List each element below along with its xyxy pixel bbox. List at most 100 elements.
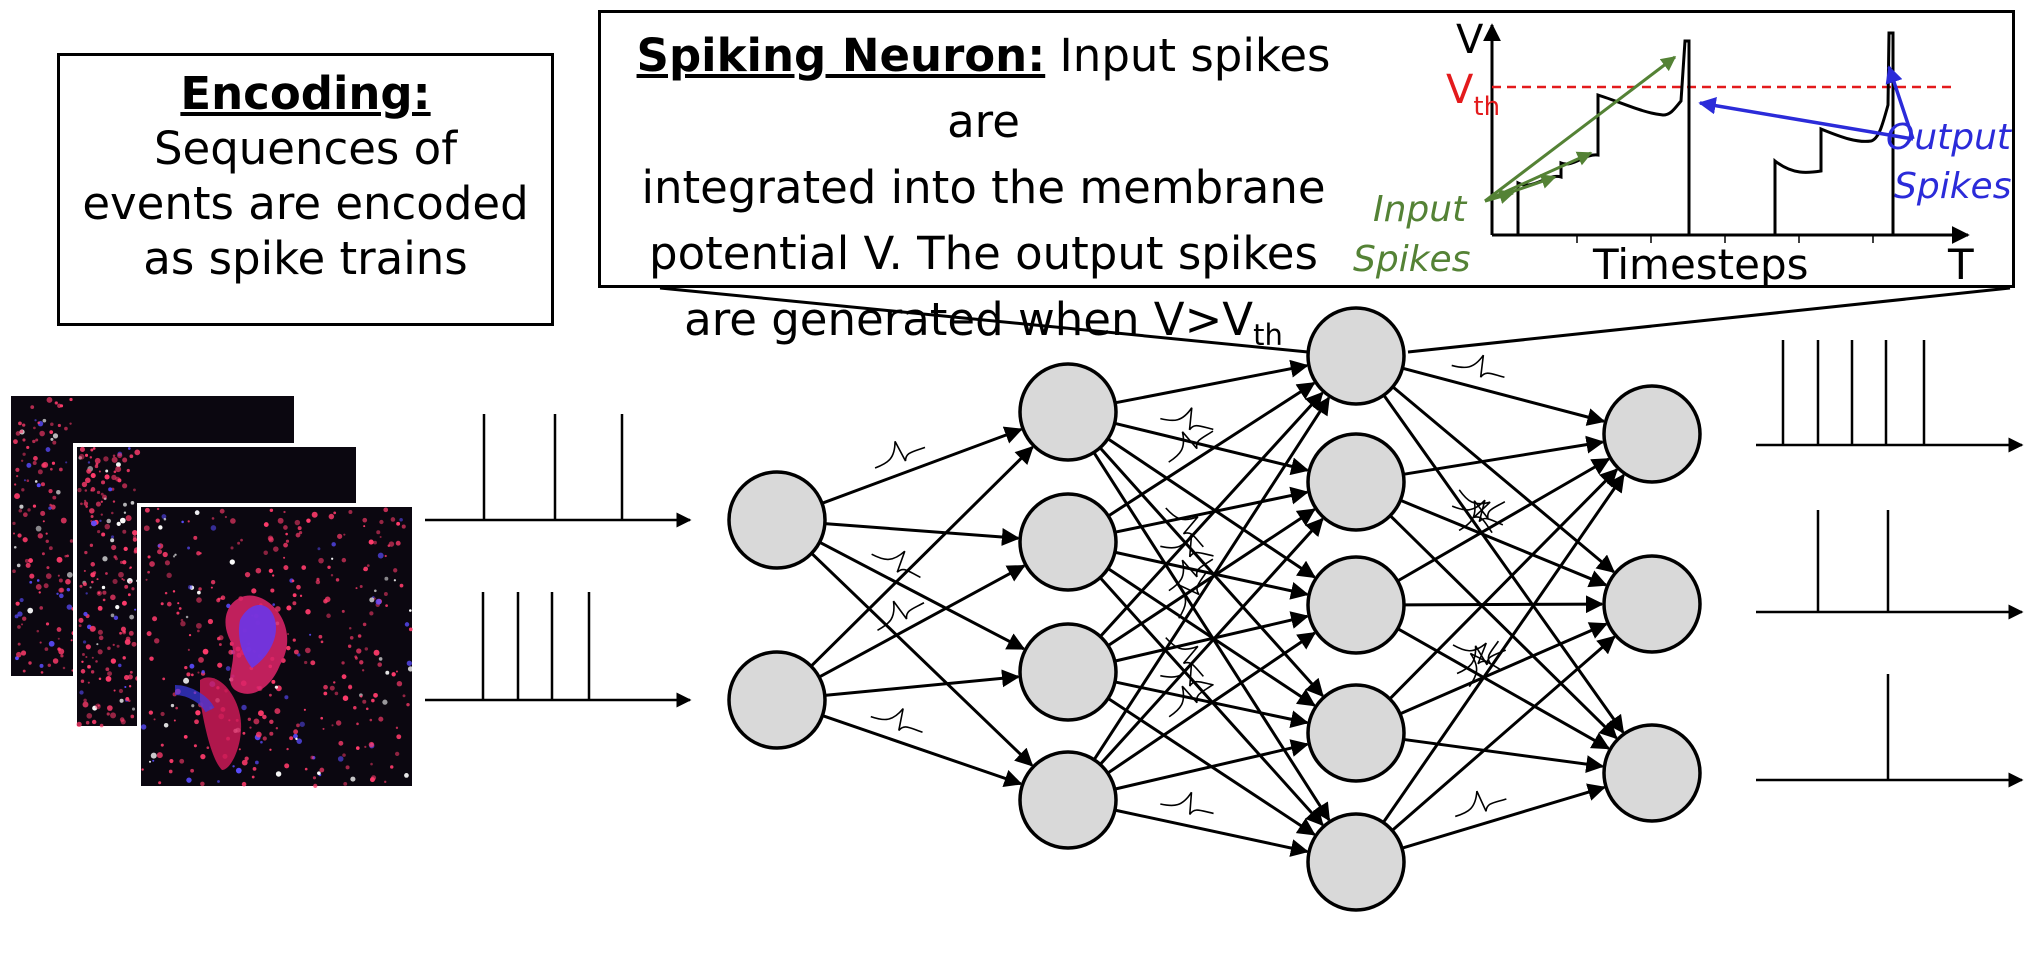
- connection-2-1-1: [1399, 498, 1608, 588]
- spike-waveform-3: [870, 708, 923, 733]
- event-dots-back: [12, 397, 76, 674]
- neuron-layer2-4: [1018, 750, 1118, 850]
- connection-2-4-0: [1382, 473, 1625, 824]
- spike-waveform-17: [1458, 500, 1506, 532]
- neuron-layer1-2: [727, 650, 827, 750]
- spike-waveform-18: [1452, 642, 1502, 671]
- event-dots-mid: [76, 446, 141, 728]
- network-neurons: [727, 306, 1702, 912]
- neuron-layer1-1: [727, 470, 827, 570]
- spike-waveform-21: [1455, 790, 1507, 818]
- network-connections: [810, 359, 1625, 857]
- connection-2-2-0: [1396, 457, 1611, 583]
- plot-y-label: V: [1456, 17, 1484, 63]
- connection-1-1-0: [1107, 381, 1316, 518]
- connection-2-3-1: [1399, 622, 1608, 716]
- neuron-text-line-1: Input spikes are: [947, 29, 1331, 148]
- connection-0-0-0: [821, 426, 1023, 505]
- connection-1-1-1: [1114, 486, 1309, 534]
- connection-1-0-0: [1114, 359, 1309, 405]
- neuron-layer4-2: [1602, 554, 1702, 654]
- plot-x-label: Timesteps: [1592, 240, 1809, 288]
- connection-2-4-2: [1401, 783, 1606, 850]
- encoding-text-line-2: events are encoded: [82, 177, 529, 230]
- spike-waveforms: [870, 354, 1507, 818]
- connection-0-0-2: [818, 540, 1026, 651]
- neuron-text-line-3: potential V. The output spikes: [649, 227, 1318, 280]
- spike-waveform-13: [1160, 791, 1214, 815]
- encoding-title: Encoding:: [180, 67, 431, 120]
- connection-0-1-3: [821, 714, 1023, 787]
- spike-waveform-10: [1160, 663, 1214, 687]
- connection-2-1-0: [1403, 435, 1605, 476]
- connection-2-3-0: [1388, 468, 1619, 700]
- connection-1-0-2: [1107, 437, 1316, 579]
- connection-0-1-2: [824, 669, 1021, 697]
- spike-waveform-20: [1468, 640, 1500, 688]
- connection-1-0-3: [1098, 446, 1324, 698]
- spike-waveform-9: [1168, 558, 1214, 592]
- connection-1-3-1: [1099, 517, 1324, 766]
- connection-1-2-0: [1099, 391, 1324, 638]
- spiking-neuron-description: Spiking Neuron: Input spikes are integra…: [611, 23, 1356, 353]
- input-spikes-label-1: Input: [1373, 189, 1468, 230]
- spike-waveform-11: [1178, 571, 1208, 619]
- neuron-text-line-2: integrated into the membrane: [641, 161, 1326, 214]
- spiking-neuron-box: Spiking Neuron: Input spikes are integra…: [598, 10, 2015, 350]
- threshold-label: Vth: [1446, 67, 1500, 122]
- connection-1-3-4: [1114, 808, 1309, 857]
- spike-waveform-2: [877, 600, 925, 631]
- connection-1-3-3: [1114, 739, 1310, 791]
- spike-waveform-0: [874, 441, 926, 469]
- input-spike-trains: [425, 414, 692, 708]
- connection-2-0-0: [1402, 366, 1606, 426]
- connection-1-0-1: [1114, 421, 1310, 476]
- connection-2-4-1: [1391, 635, 1616, 832]
- output-spikes-label-2: Spikes: [1894, 166, 2011, 207]
- connection-2-1-2: [1389, 514, 1618, 740]
- encoding-text-line-3: as spike trains: [143, 232, 468, 285]
- connection-1-1-2: [1114, 550, 1309, 600]
- spike-waveform-7: [1160, 534, 1214, 558]
- connection-2-0-2: [1382, 394, 1625, 734]
- spike-waveform-6: [1168, 430, 1214, 463]
- neuron-layer4-3: [1602, 723, 1702, 823]
- neuron-layer4-1: [1602, 384, 1702, 484]
- connection-2-3-2: [1403, 737, 1605, 774]
- output-spikes-label-1: Output: [1886, 117, 2013, 158]
- connection-2-2-2: [1397, 627, 1611, 750]
- neuron-layer3-5: [1306, 812, 1406, 912]
- plot-x-end-label: T: [1947, 240, 1974, 288]
- encoding-box: Encoding: Sequences of events are encode…: [57, 53, 554, 326]
- zoom-lines: [659, 286, 2011, 354]
- neuron-layer3-2: [1306, 432, 1406, 532]
- output-spike-trains: [1756, 340, 2024, 788]
- event-frames: [11, 396, 416, 790]
- connection-0-0-3: [810, 552, 1034, 767]
- neuron-layer2-3: [1018, 622, 1118, 722]
- connection-0-1-0: [810, 445, 1034, 668]
- neuron-layer3-1: [1306, 306, 1406, 406]
- neuron-text-line-4: are generated when V>V: [684, 293, 1254, 346]
- spike-waveform-12: [1168, 684, 1214, 718]
- membrane-potential-plot: V Vth Timesteps T Input Spikes Output Sp…: [1353, 17, 2013, 288]
- event-blob: [174, 595, 288, 770]
- spike-waveform-1: [871, 550, 921, 579]
- connection-0-0-1: [824, 522, 1020, 546]
- input-spikes-label-2: Spikes: [1353, 239, 1470, 280]
- spike-waveform-4: [1160, 407, 1214, 431]
- spike-waveform-14: [1451, 354, 1505, 379]
- spike-waveform-5: [1165, 507, 1204, 548]
- spike-waveform-19: [1456, 645, 1507, 675]
- connection-1-2-2: [1114, 611, 1310, 663]
- connection-1-3-2: [1106, 631, 1317, 775]
- spike-waveform-8: [1165, 637, 1204, 677]
- connection-1-3-0: [1092, 396, 1331, 761]
- neuron-layer3-4: [1306, 683, 1406, 783]
- encoding-text-line-1: Sequences of: [153, 122, 458, 175]
- neuron-layer3-3: [1306, 555, 1406, 655]
- neuron-text-line-4-subscript: th: [1253, 318, 1283, 352]
- connection-2-2-1: [1403, 595, 1604, 614]
- connection-0-1-1: [818, 564, 1026, 679]
